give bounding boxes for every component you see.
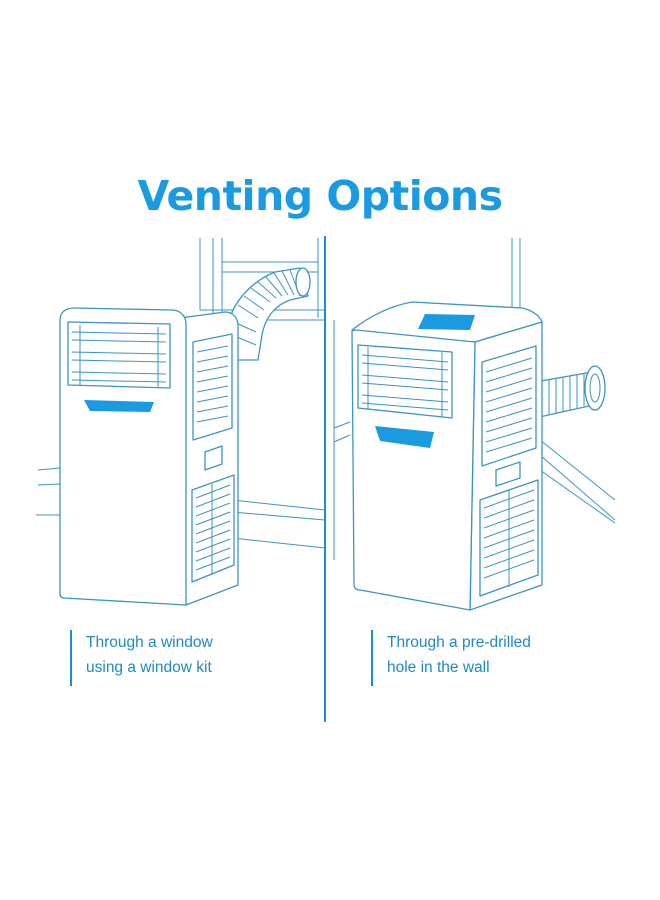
portable-ac-unit — [59, 307, 239, 606]
caption-line: using a window kit — [86, 659, 212, 676]
control-panel-strip — [84, 400, 154, 412]
caption-line: hole in the wall — [387, 659, 490, 676]
exhaust-hose — [534, 365, 606, 419]
control-panel-strip — [375, 426, 434, 448]
caption-wall-option: Through a pre-drilled hole in the wall — [371, 630, 531, 686]
portable-ac-unit — [351, 301, 543, 611]
wall-vent-illustration — [333, 238, 616, 611]
caption-window-option: Through a window using a window kit — [70, 630, 213, 686]
caption-line: Through a pre-drilled — [387, 634, 531, 651]
page-title: Venting Options — [137, 172, 503, 220]
window-vent-illustration — [36, 238, 326, 606]
center-divider — [324, 236, 326, 722]
exhaust-hose — [229, 267, 311, 361]
caption-line: Through a window — [86, 634, 213, 651]
top-vent-panel — [418, 314, 475, 330]
